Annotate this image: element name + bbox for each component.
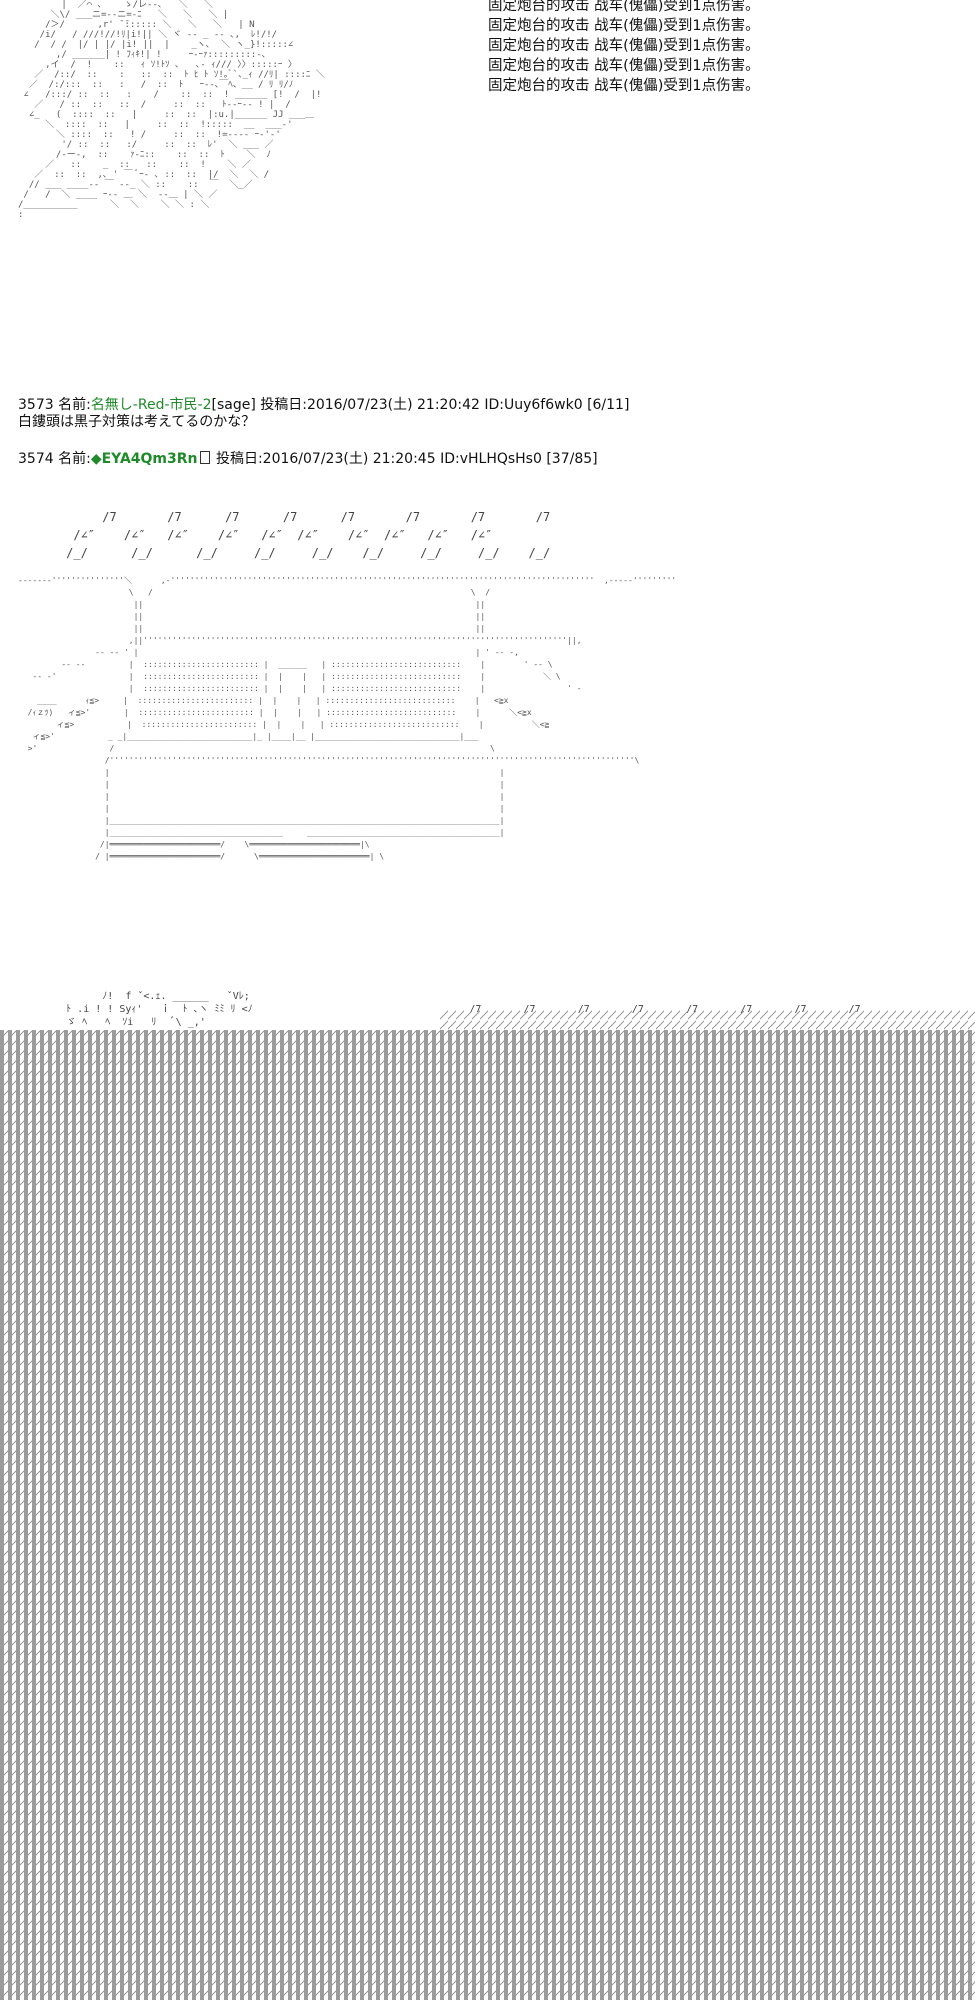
- post-header-3574: 3574 名前:◆EYA4Qm3Rn 投稿日:2016/07/23(土) 21:…: [18, 450, 598, 468]
- battle-log-line: 固定炮台的攻击 战车(傀儡)受到1点伤害。: [488, 78, 760, 94]
- post-header-3573: 3573 名前:名無し-Red-市民-2[sage] 投稿日:2016/07/2…: [18, 396, 629, 414]
- poster-mail: [sage]: [211, 397, 256, 413]
- battle-log-line: 固定炮台的攻击 战车(傀儡)受到1点伤害。: [488, 38, 760, 54]
- poster-name[interactable]: ◆EYA4Qm3Rn: [90, 451, 198, 467]
- name-label: 名前:: [58, 451, 91, 467]
- date-label: 投稿日:: [260, 397, 307, 413]
- robot-ascii-art: | ／⌒ ､ ゝ/レ--､ ＼ ＼ ＼\/ ___ニ=-‐ニ=-ﾆ ＼ ＼ ＼ …: [18, 0, 325, 220]
- name-label: 名前:: [58, 397, 91, 413]
- post-body-3573: 白鏤頭は黒子対策は考えてるのかな？: [18, 414, 256, 430]
- tail-ascii-art: /7 /7 /7 /7 /7 /7 /7 /7 /∠″ /∠″ /∠″ /∠″ …: [66, 510, 551, 560]
- battle-log-line: 固定炮台的攻击 战车(傀儡)受到1点伤害。: [488, 58, 760, 74]
- house-ascii-art: -------'''''''''''''''＼ ,-''''''''''''''…: [18, 576, 677, 861]
- post-number: 3573: [18, 397, 54, 413]
- date-label: 投稿日:: [215, 451, 263, 467]
- texture-fill: [0, 1030, 975, 2000]
- poster-name[interactable]: 名無し-Red-市民-2: [90, 397, 212, 413]
- box-icon: [199, 451, 210, 464]
- battle-log-line: 固定炮台的攻击 战车(傀儡)受到1点伤害。: [488, 18, 760, 34]
- bottom-ascii-art: ﾉ! f ˇ<.ｪ. ______ ˇVﾚ; ﾄ .i ! ! Syｨ' ｉ ﾄ…: [66, 991, 861, 1028]
- post-date: 2016/07/23(土) 21:20:42: [306, 397, 480, 413]
- post-count: [6/11]: [587, 397, 630, 413]
- post-count: [37/85]: [546, 451, 598, 467]
- battle-log-line: 固定炮台的攻击 战车(傀儡)受到1点伤害。: [488, 0, 760, 14]
- poster-id[interactable]: ID:Uuy6f6wk0: [484, 397, 583, 413]
- post-date: 2016/07/23(土) 21:20:45: [262, 451, 436, 467]
- post-number: 3574: [18, 451, 54, 467]
- battle-log: 固定炮台的攻击 战车(傀儡)受到1点伤害。 固定炮台的攻击 战车(傀儡)受到1点…: [488, 0, 760, 96]
- poster-id[interactable]: ID:vHLHQsHs0: [440, 451, 542, 467]
- texture-strip: [440, 1010, 975, 1030]
